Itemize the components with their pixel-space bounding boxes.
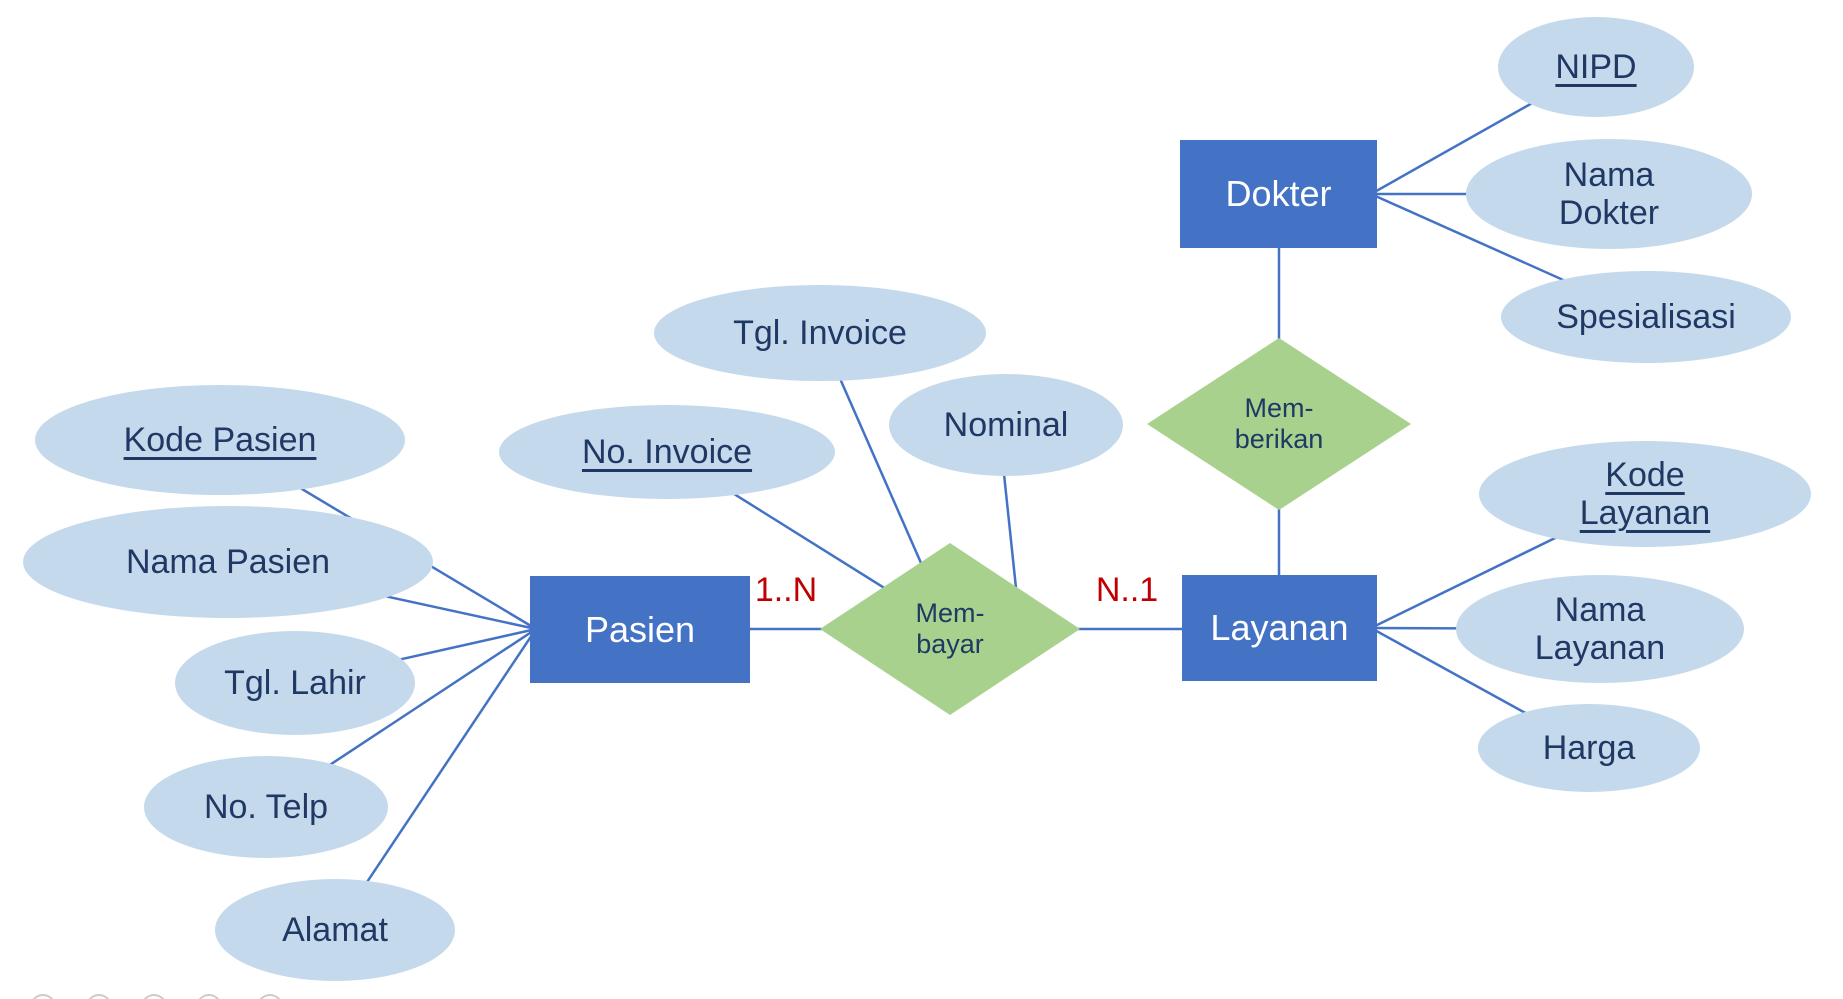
attribute-nama-layanan: Nama Layanan (1456, 575, 1744, 683)
attribute-nama-pasien: Nama Pasien (23, 506, 433, 618)
entity-layanan: Layanan (1182, 575, 1377, 681)
entity-label: Dokter (1225, 173, 1332, 214)
cardinality-membayar-layanan: N..1 (1095, 570, 1159, 609)
attribute-nama-dokter: Nama Dokter (1466, 139, 1752, 249)
attribute-label: NIPD (1555, 47, 1637, 86)
attribute-kode-pasien: Kode Pasien (35, 385, 405, 495)
attribute-label: No. Telp (203, 787, 329, 826)
relationship-label: Mem-bayar (915, 597, 985, 659)
entity-label: Layanan (1210, 607, 1349, 648)
attribute-label: Alamat (282, 910, 388, 949)
attribute-no-telp: No. Telp (144, 756, 388, 858)
cardinality-pasien-membayar: 1..N (754, 570, 818, 609)
attribute-label: Spesialisasi (1556, 297, 1736, 336)
attribute-nominal: Nominal (889, 374, 1123, 476)
attribute-spesialisasi: Spesialisasi (1501, 271, 1791, 363)
relationship-label: Mem-berikan (1234, 392, 1324, 454)
attribute-kode-layanan: Kode Layanan (1479, 441, 1811, 547)
attribute-label: Nominal (943, 405, 1069, 444)
connector-nominal-membayar (1002, 473, 1018, 589)
attribute-tgl-lahir: Tgl. Lahir (175, 631, 415, 735)
attribute-no-invoice: No. Invoice (499, 405, 835, 499)
attribute-harga: Harga (1478, 704, 1700, 792)
attribute-label: Tgl. Invoice (733, 313, 907, 352)
attribute-label: Tgl. Lahir (224, 663, 366, 702)
attribute-alamat: Alamat (215, 879, 455, 981)
attribute-label: Nama Layanan (1534, 590, 1666, 667)
attribute-label: Kode Layanan (1579, 455, 1711, 532)
attribute-label: Harga (1542, 728, 1636, 767)
attribute-label: Nama Dokter (1558, 155, 1660, 232)
attribute-label: No. Invoice (581, 432, 753, 471)
attribute-label: Kode Pasien (123, 420, 317, 459)
entity-dokter: Dokter (1180, 140, 1377, 248)
connector-pasien-alamat (333, 628, 538, 931)
entity-pasien: Pasien (530, 576, 750, 683)
attribute-label: Nama Pasien (125, 542, 331, 581)
attribute-tgl-invoice: Tgl. Invoice (654, 285, 986, 381)
attribute-nipd: NIPD (1498, 17, 1694, 117)
entity-label: Pasien (584, 608, 696, 650)
